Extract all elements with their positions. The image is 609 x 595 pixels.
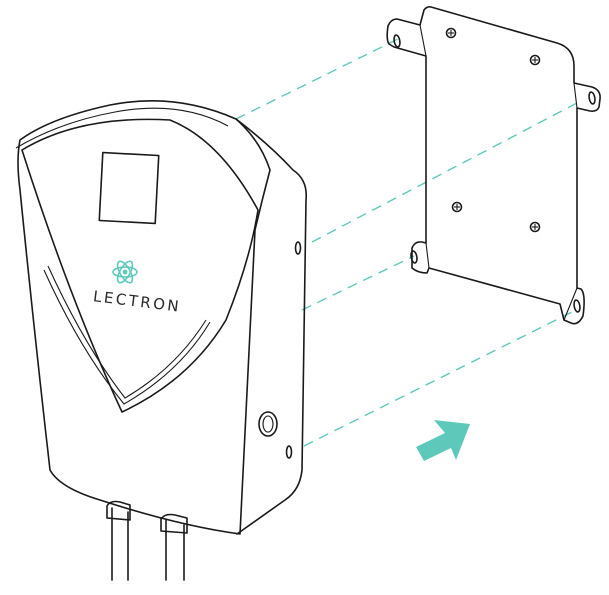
face-panel-inner xyxy=(43,269,211,405)
bracket-slot-bottom-left xyxy=(410,250,418,264)
bracket-plate xyxy=(386,6,601,325)
ev-charger: LECTRON xyxy=(15,99,308,535)
bracket-screw-1 xyxy=(445,27,457,39)
face-panel-inner-2 xyxy=(47,265,207,399)
charger-front-outline xyxy=(17,99,271,535)
bracket-fold-right-bottom xyxy=(563,287,578,321)
charger-cables xyxy=(106,500,188,581)
side-port-inner xyxy=(262,415,274,433)
guide-line-bottom xyxy=(303,308,579,447)
mounting-bracket xyxy=(386,6,601,325)
bracket-slot-top-left xyxy=(393,34,401,48)
bracket-screw-2 xyxy=(529,54,541,66)
brand-name: LECTRON xyxy=(92,287,182,316)
charger-side xyxy=(235,118,308,535)
bracket-screw-4 xyxy=(529,221,541,233)
alignment-guides xyxy=(235,37,579,447)
atom-icon xyxy=(112,260,138,284)
side-port xyxy=(258,411,278,437)
bracket-screw-3 xyxy=(451,201,463,213)
charger-front-rim xyxy=(15,107,229,149)
guide-line-top xyxy=(235,37,401,120)
guide-line-upper xyxy=(311,102,578,243)
bracket-slot-top-right xyxy=(588,91,596,105)
display-window xyxy=(98,151,160,225)
bracket-fold-top xyxy=(419,24,427,57)
side-hole-top xyxy=(294,241,302,255)
bracket-fold-right xyxy=(573,82,578,109)
bracket-slot-bottom-right xyxy=(573,299,581,313)
face-panel-outer xyxy=(21,118,259,413)
guide-line-lower xyxy=(301,255,415,311)
side-hole-bottom xyxy=(285,445,293,459)
bracket-fold-left-bottom xyxy=(425,242,430,269)
arrow-icon xyxy=(416,420,470,461)
